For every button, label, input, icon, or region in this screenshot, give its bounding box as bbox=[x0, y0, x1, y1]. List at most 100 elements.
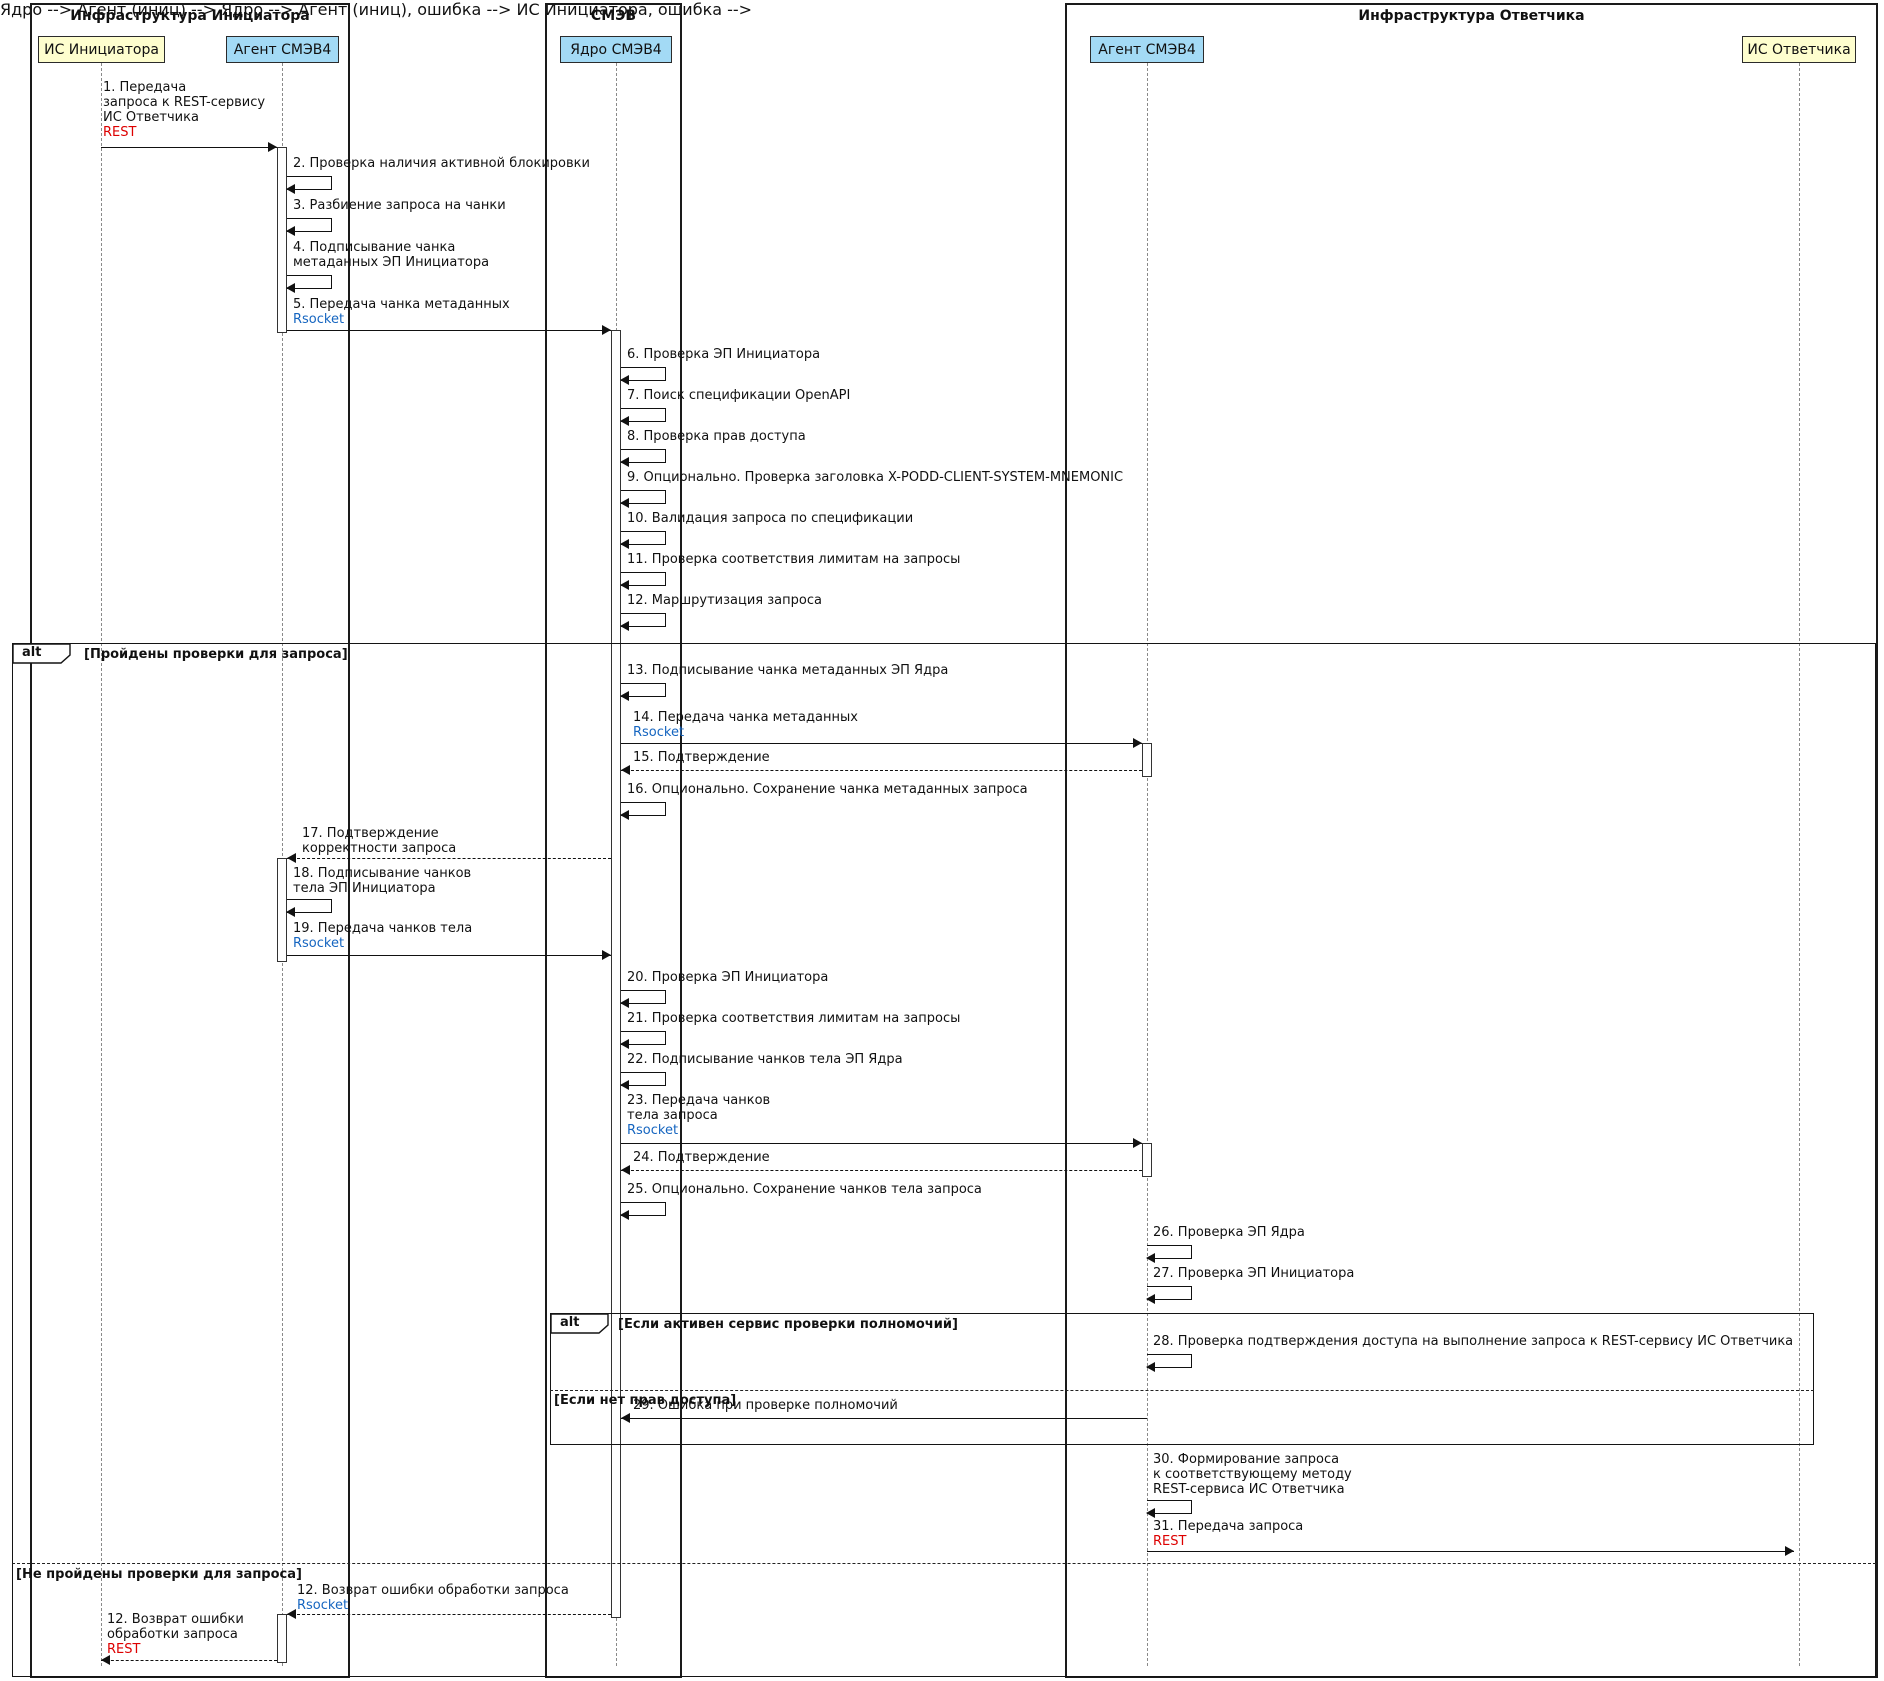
msg-text: 12. Возврат ошибки обработки запроса bbox=[297, 1583, 569, 1598]
alt-inner-condition-1: [Если активен сервис проверки полномочий… bbox=[618, 1317, 958, 1332]
message-23-label: 23. Передача чанков тела запроса Rsocket bbox=[627, 1093, 770, 1138]
msg-text: 21. Проверка соответствия лимитам на зап… bbox=[627, 1011, 961, 1026]
msg-text: 7. Поиск спецификации OpenAPI bbox=[627, 388, 851, 403]
group-frame-smev: СМЭВ bbox=[545, 3, 682, 1678]
msg-text: 8. Проверка прав доступа bbox=[627, 429, 806, 444]
msg-text: 26. Проверка ЭП Ядра bbox=[1153, 1225, 1305, 1240]
msg-text: 28. Проверка подтверждения доступа на вы… bbox=[1153, 1334, 1794, 1349]
message-13-label: 13. Подписывание чанка метаданных ЭП Ядр… bbox=[627, 663, 948, 678]
message-9-self-arrow bbox=[620, 490, 666, 508]
message-28-arrowhead bbox=[1146, 1362, 1155, 1372]
lifeline-agent-responder bbox=[1147, 63, 1148, 1666]
message-30-label: 30. Формирование запроса к соответствующ… bbox=[1153, 1452, 1352, 1497]
message-error-rsocket-arrowhead bbox=[287, 1609, 296, 1619]
msg-text: 19. Передача чанков тела bbox=[293, 921, 473, 936]
message-31-arrow bbox=[1147, 1551, 1794, 1552]
message-error-rest-arrow bbox=[101, 1660, 277, 1661]
message-26-arrowhead bbox=[1146, 1253, 1155, 1263]
protocol-label-rest: REST bbox=[107, 1642, 141, 1657]
msg-text: 12. Возврат ошибки bbox=[107, 1612, 244, 1627]
alt-outer-divider bbox=[12, 1563, 1876, 1564]
msg-text: 22. Подписывание чанков тела ЭП Ядра bbox=[627, 1052, 903, 1067]
msg-text: 14. Передача чанка метаданных bbox=[633, 710, 858, 725]
message-14-arrow bbox=[621, 743, 1142, 744]
message-17-label: 17. Подтверждение корректности запроса bbox=[302, 826, 456, 856]
msg-text: 4. Подписывание чанка bbox=[293, 240, 456, 255]
message-28-self-arrow bbox=[1146, 1354, 1192, 1372]
message-19-label: 19. Передача чанков тела Rsocket bbox=[293, 921, 472, 951]
message-24-label: 24. Подтверждение bbox=[633, 1150, 770, 1165]
message-12-arrowhead bbox=[620, 621, 629, 631]
protocol-label-rsocket: Rsocket bbox=[293, 312, 345, 327]
group-frame-responder: Инфраструктура Ответчика bbox=[1065, 3, 1878, 1678]
message-25-self-arrow bbox=[620, 1202, 666, 1220]
message-22-self-arrow bbox=[620, 1072, 666, 1090]
message-11-arrowhead bbox=[620, 580, 629, 590]
message-error-rsocket-label: 12. Возврат ошибки обработки запроса Rso… bbox=[297, 1583, 569, 1613]
message-8-label: 8. Проверка прав доступа bbox=[627, 429, 806, 444]
msg-text: 24. Подтверждение bbox=[633, 1150, 770, 1165]
alt-tag-shape bbox=[551, 1314, 609, 1334]
msg-text: 3. Разбиение запроса на чанки bbox=[293, 198, 506, 213]
message-9-arrowhead bbox=[620, 498, 629, 508]
message-4-label: 4. Подписывание чанка метаданных ЭП Иниц… bbox=[293, 240, 489, 270]
msg-text: 13. Подписывание чанка метаданных ЭП Ядр… bbox=[627, 663, 949, 678]
message-19-arrow bbox=[287, 955, 611, 956]
message-3-self-arrow bbox=[286, 218, 332, 236]
message-21-arrowhead bbox=[620, 1039, 629, 1049]
message-11-label: 11. Проверка соответствия лимитам на зап… bbox=[627, 552, 960, 567]
message-13-self-arrow bbox=[620, 683, 666, 701]
message-1-label: 1. Передача запроса к REST-сервису ИС От… bbox=[103, 80, 265, 140]
group-frame-initiator: Инфраструктура Инициатора bbox=[30, 3, 350, 1678]
message-18-self-arrow bbox=[286, 899, 332, 917]
lifeline-is-initiator bbox=[101, 63, 102, 1666]
message-30-arrowhead bbox=[1146, 1508, 1155, 1518]
message-24-arrowhead bbox=[621, 1165, 630, 1175]
alt-tag-inner-label: alt bbox=[560, 1315, 580, 1330]
msg-text: 18. Подписывание чанков bbox=[293, 866, 472, 881]
message-14-arrowhead bbox=[1133, 738, 1142, 748]
alt-tag-inner: alt bbox=[551, 1314, 609, 1334]
message-14-label: 14. Передача чанка метаданных Rsocket bbox=[633, 710, 858, 740]
msg-text: 16. Опционально. Сохранение чанка метада… bbox=[627, 782, 1028, 797]
msg-text: запроса к REST-сервису bbox=[103, 95, 266, 110]
msg-text: 1. Передача bbox=[103, 80, 187, 95]
alt-frame-inner: alt bbox=[550, 1313, 1814, 1445]
message-26-label: 26. Проверка ЭП Ядра bbox=[1153, 1225, 1305, 1240]
msg-text: 23. Передача чанков bbox=[627, 1093, 771, 1108]
alt-tag-outer-label: alt bbox=[22, 645, 42, 660]
message-16-self-arrow bbox=[620, 802, 666, 820]
protocol-label-rsocket: Rsocket bbox=[297, 1598, 349, 1613]
message-error-rest-label: 12. Возврат ошибки обработки запроса RES… bbox=[107, 1612, 244, 1657]
protocol-label-rsocket: Rsocket bbox=[293, 936, 345, 951]
message-4-arrowhead bbox=[286, 283, 295, 293]
message-13-arrowhead bbox=[620, 691, 629, 701]
activation-agent-initiator-1 bbox=[277, 147, 287, 333]
msg-text: 29. Ошибка при проверке полномочий bbox=[633, 1398, 898, 1413]
msg-text: тела запроса bbox=[627, 1108, 718, 1123]
message-5-arrowhead bbox=[602, 325, 611, 335]
message-23-arrowhead bbox=[1133, 1138, 1142, 1148]
msg-text: 11. Проверка соответствия лимитам на зап… bbox=[627, 552, 961, 567]
message-8-self-arrow bbox=[620, 449, 666, 467]
message-6-arrowhead bbox=[620, 375, 629, 385]
msg-text: 17. Подтверждение bbox=[302, 826, 439, 841]
activation-core bbox=[611, 330, 621, 1618]
alt-tag-outer: alt bbox=[13, 644, 71, 664]
msg-text: корректности запроса bbox=[302, 841, 457, 856]
alt-inner-condition-2: [Если нет прав доступа] bbox=[554, 1393, 737, 1408]
message-31-arrowhead bbox=[1785, 1546, 1794, 1556]
message-20-self-arrow bbox=[620, 990, 666, 1008]
message-12-label: 12. Маршрутизация запроса bbox=[627, 593, 822, 608]
lifeline-is-responder bbox=[1799, 63, 1800, 1666]
message-21-label: 21. Проверка соответствия лимитам на зап… bbox=[627, 1011, 960, 1026]
message-17-arrowhead bbox=[287, 853, 296, 863]
activation-agent-responder-2 bbox=[1142, 1143, 1152, 1177]
message-10-label: 10. Валидация запроса по спецификации bbox=[627, 511, 913, 526]
msg-text: REST-сервиса ИС Ответчика bbox=[1153, 1482, 1345, 1497]
message-5-arrow bbox=[287, 330, 611, 331]
message-16-label: 16. Опционально. Сохранение чанка метада… bbox=[627, 782, 1028, 797]
message-2-arrowhead bbox=[286, 184, 295, 194]
message-10-self-arrow bbox=[620, 531, 666, 549]
message-22-arrowhead bbox=[620, 1080, 629, 1090]
